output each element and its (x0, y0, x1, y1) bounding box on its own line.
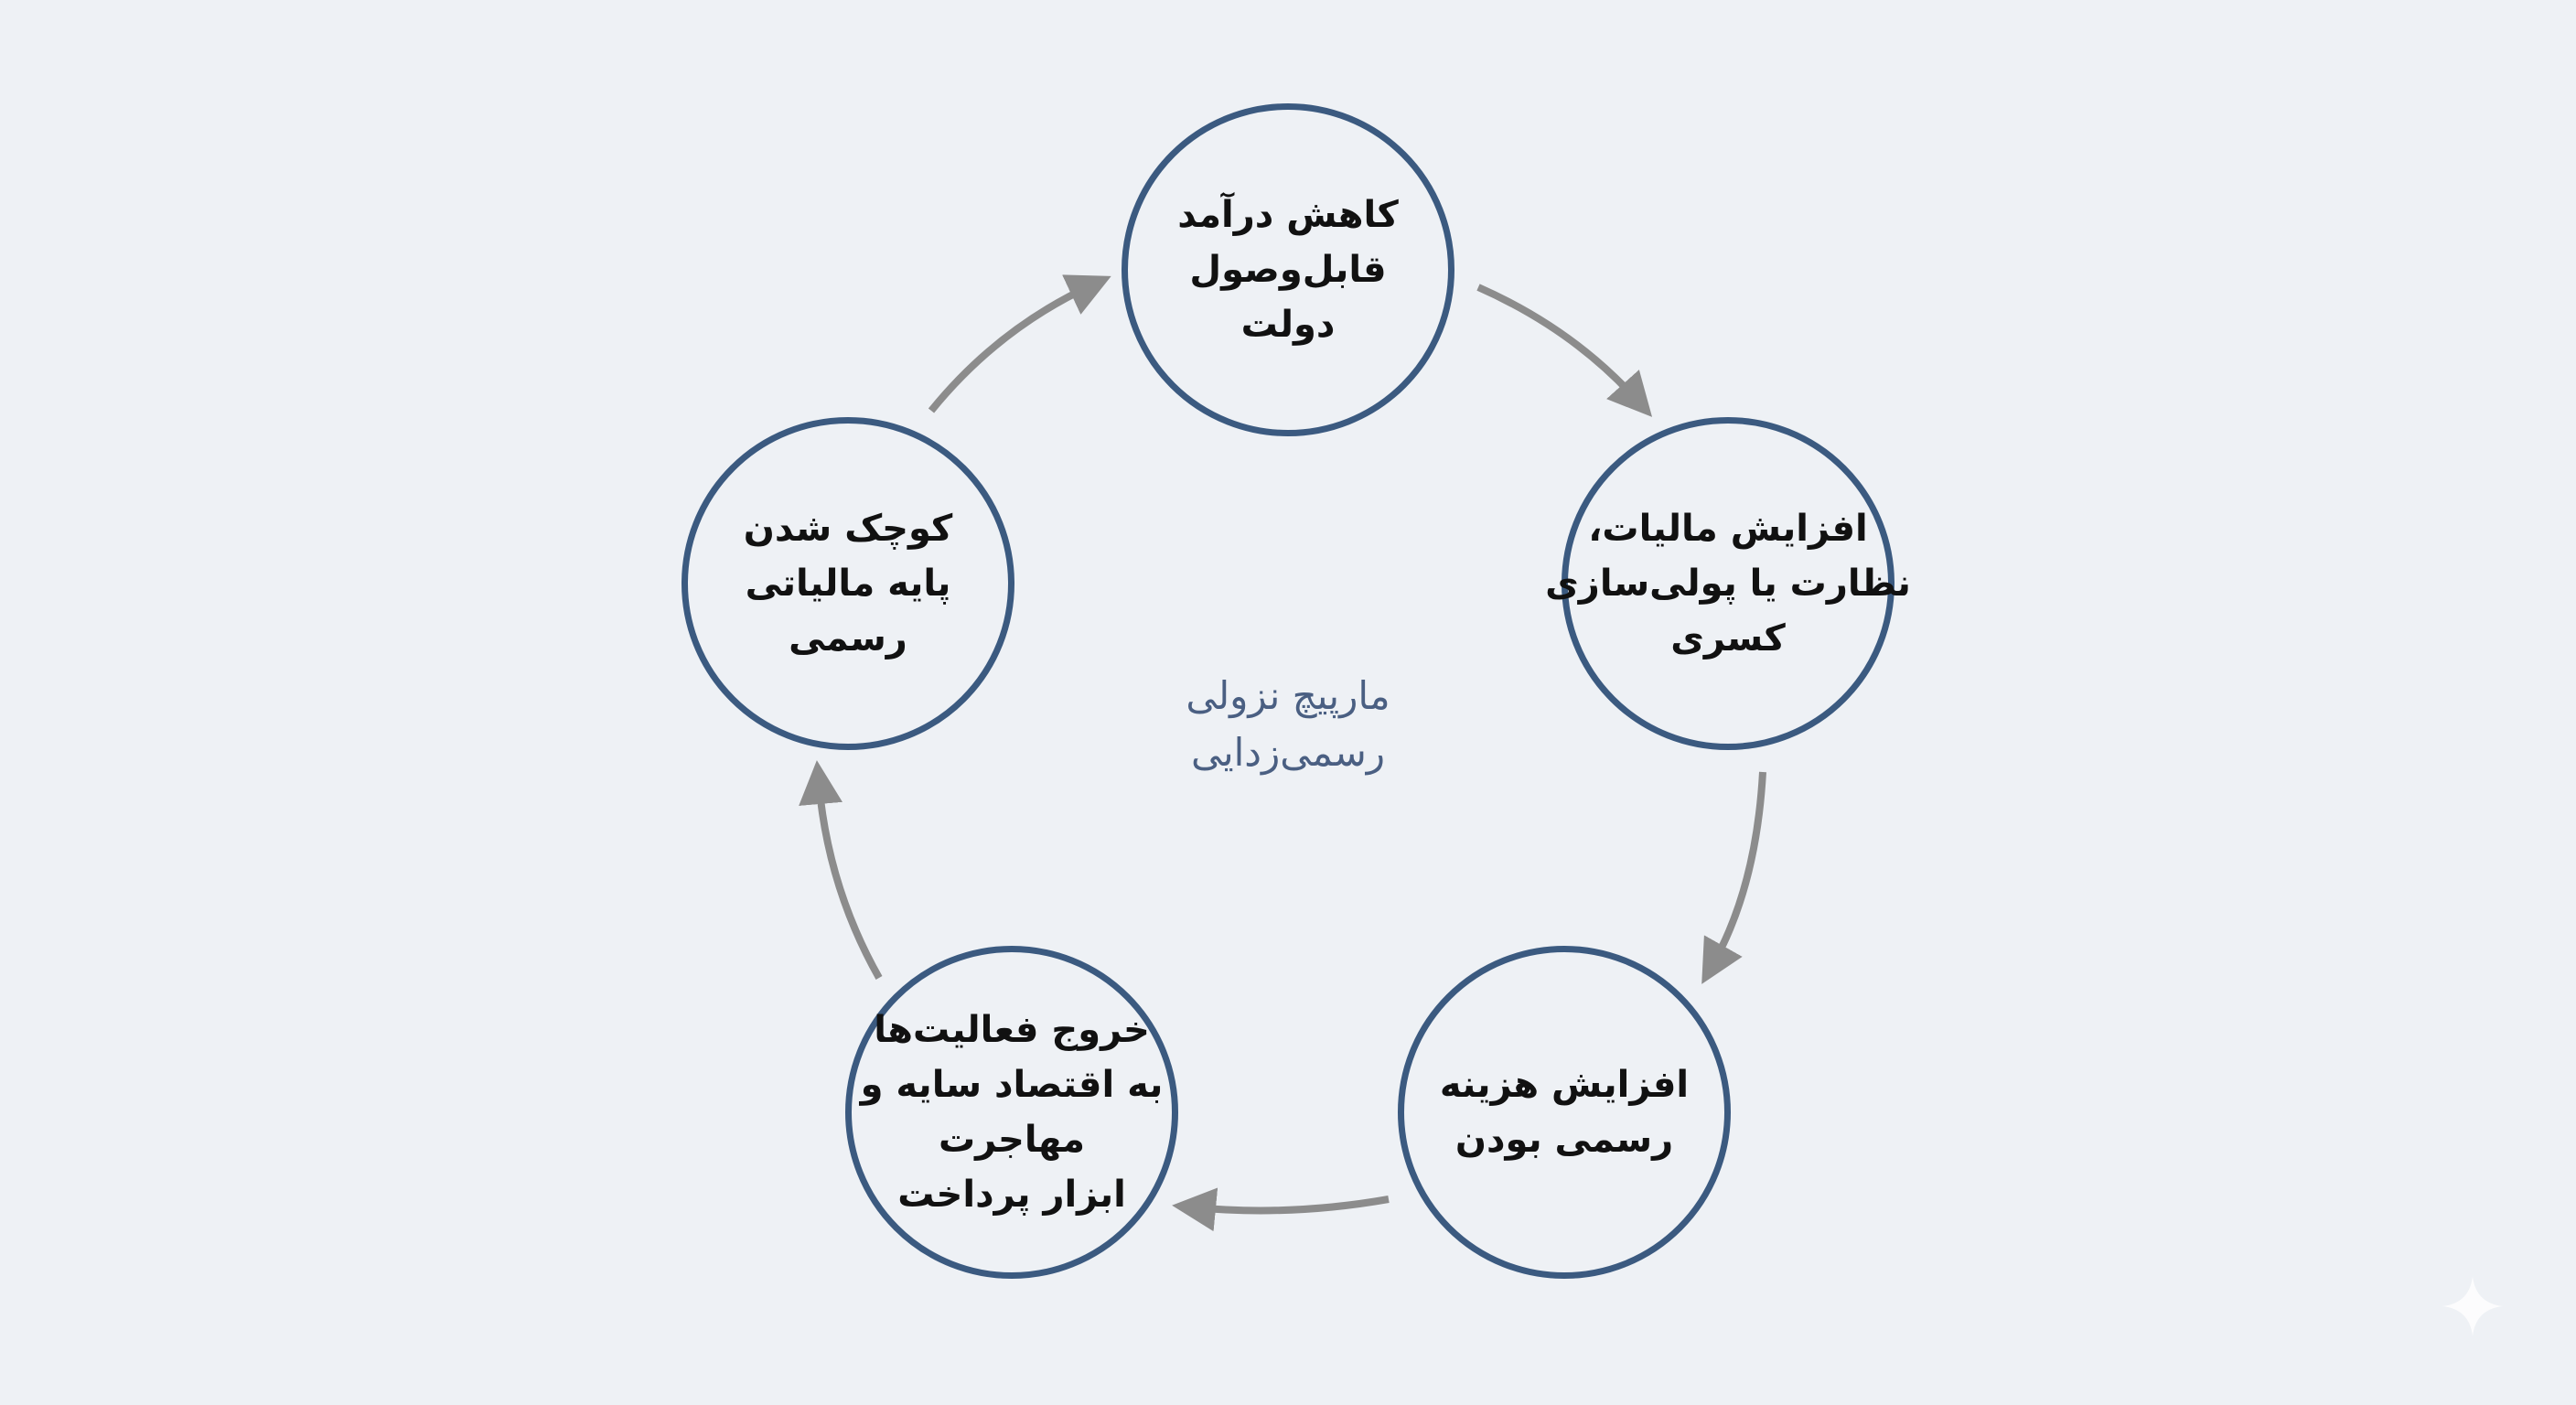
node-line: نظارت یا پولی‌سازی (1545, 563, 1911, 605)
node-tax-increase: افزایش مالیات، نظارت یا پولی‌سازی کسری (1545, 417, 1911, 750)
arrow-3-to-4 (1172, 1187, 1390, 1232)
center-line: رسمی‌زدایی (1190, 730, 1386, 775)
node-revenue-decline: کاهش درآمد قابل‌وصول دولت (1122, 103, 1454, 436)
sparkle-icon (2442, 1276, 2503, 1336)
node-line: دولت (1240, 304, 1336, 346)
arrow-4-to-5 (799, 760, 883, 980)
node-line: ابزار پرداخت (897, 1174, 1126, 1216)
node-line: رسمی (789, 617, 907, 660)
node-line: افزایش مالیات، (1588, 508, 1868, 550)
node-tax-base-shrink: کوچک شدن پایه مالیاتی رسمی (682, 417, 1014, 750)
arrow-5-to-1 (928, 274, 1111, 413)
arrow-2-to-3 (1701, 771, 1766, 984)
node-line: مهاجرت (938, 1119, 1086, 1161)
node-line: پایه مالیاتی (745, 563, 951, 605)
node-line: رسمی بودن (1454, 1119, 1674, 1161)
node-line: به اقتصاد سایه و (860, 1064, 1164, 1106)
node-line: قابل‌وصول (1189, 249, 1387, 291)
node-line: کاهش درآمد (1177, 194, 1399, 236)
node-shadow-economy: خروج فعالیت‌ها به اقتصاد سایه و مهاجرت ا… (845, 946, 1178, 1279)
node-formality-cost: افزایش هزینه رسمی بودن (1398, 946, 1731, 1279)
center-line: مارپیچ نزولی (1186, 673, 1390, 718)
node-line: کسری (1670, 617, 1786, 660)
node-line: کوچک شدن (743, 508, 953, 550)
node-line: افزایش هزینه (1439, 1064, 1690, 1106)
node-line: خروج فعالیت‌ها (874, 1009, 1150, 1051)
center-label: مارپیچ نزولی رسمی‌زدایی (1105, 668, 1471, 781)
arrow-1-to-2 (1476, 284, 1653, 417)
